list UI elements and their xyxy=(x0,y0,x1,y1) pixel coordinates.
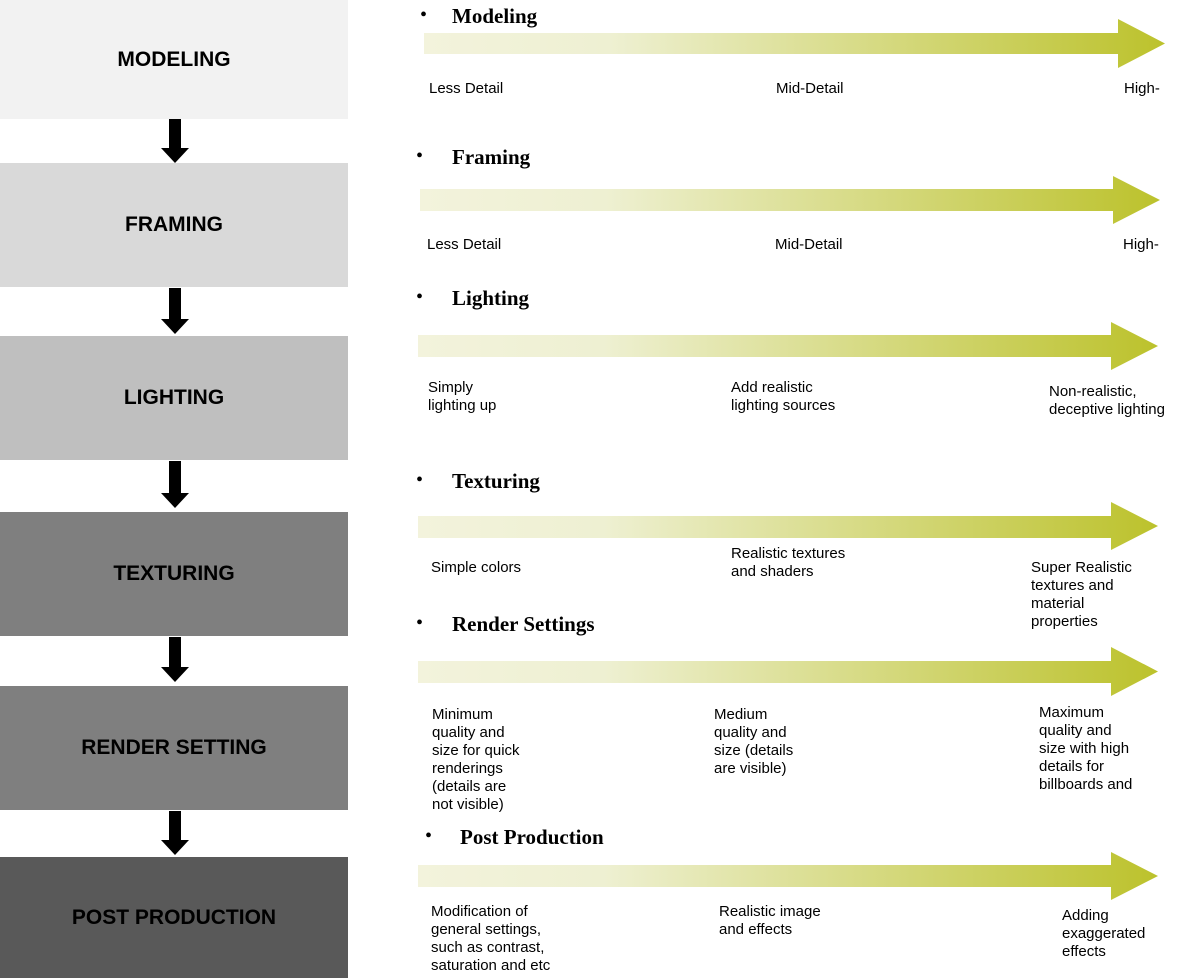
scale-label: Less Detail xyxy=(429,80,504,97)
scale-label: Mid-Detail xyxy=(775,236,843,253)
scale-label: Non-realistic, deceptive lighting xyxy=(1049,383,1165,418)
gradient-arrow-icon xyxy=(418,502,1158,555)
scale-label: Less Detail xyxy=(427,236,502,253)
bullet-icon: • xyxy=(425,825,433,847)
scale-label: High- xyxy=(1124,80,1160,97)
bullet-icon: • xyxy=(416,286,424,308)
scale-label: Maximum quality and size with high detai… xyxy=(1039,704,1133,793)
section-heading-texturing: Texturing xyxy=(452,469,540,493)
section-heading-lighting: Lighting xyxy=(452,286,530,310)
scale-label: Simply lighting up xyxy=(428,379,497,414)
scale-label: Super Realistic textures and material pr… xyxy=(1031,559,1132,630)
gradient-arrow-icon xyxy=(424,19,1165,73)
down-arrow-icon xyxy=(161,811,189,855)
section-heading-framing: Framing xyxy=(452,145,531,169)
bullet-icon: • xyxy=(416,469,424,491)
section-heading-render-settings: Render Settings xyxy=(452,612,595,636)
scale-label: Mid-Detail xyxy=(776,80,844,97)
scale-label: Adding exaggerated effects xyxy=(1062,907,1146,960)
step-box-texturing: TEXTURING xyxy=(0,512,348,636)
gradient-arrow-icon xyxy=(420,176,1160,229)
scale-label: Realistic textures and shaders xyxy=(731,545,846,580)
scale-label: Modification of general settings, such a… xyxy=(431,903,551,974)
down-arrow-icon xyxy=(161,637,189,682)
scale-label: Add realistic lighting sources xyxy=(731,379,836,414)
bullet-icon: • xyxy=(420,4,428,26)
bullet-icon: • xyxy=(416,612,424,634)
down-arrow-icon xyxy=(161,461,189,508)
section-heading-post-production: Post Production xyxy=(460,825,604,849)
scale-label: Realistic image and effects xyxy=(719,903,821,938)
step-box-lighting: LIGHTING xyxy=(0,336,348,460)
scale-label: High- xyxy=(1123,236,1159,253)
step-box-post-production: POST PRODUCTION xyxy=(0,857,348,978)
step-box-modeling: MODELING xyxy=(0,0,348,119)
section-heading-modeling: Modeling xyxy=(452,4,538,28)
step-box-framing: FRAMING xyxy=(0,163,348,287)
step-box-render-setting: RENDER SETTING xyxy=(0,686,348,810)
bullet-icon: • xyxy=(416,145,424,167)
scale-label: Simple colors xyxy=(431,559,522,576)
down-arrow-icon xyxy=(161,288,189,334)
scale-label: Minimum quality and size for quick rende… xyxy=(432,706,520,813)
scale-label: Medium quality and size (details are vis… xyxy=(714,706,794,777)
down-arrow-icon xyxy=(161,119,189,163)
gradient-arrow-icon xyxy=(418,322,1158,375)
gradient-arrow-icon xyxy=(418,852,1158,905)
gradient-arrow-icon xyxy=(418,647,1158,701)
